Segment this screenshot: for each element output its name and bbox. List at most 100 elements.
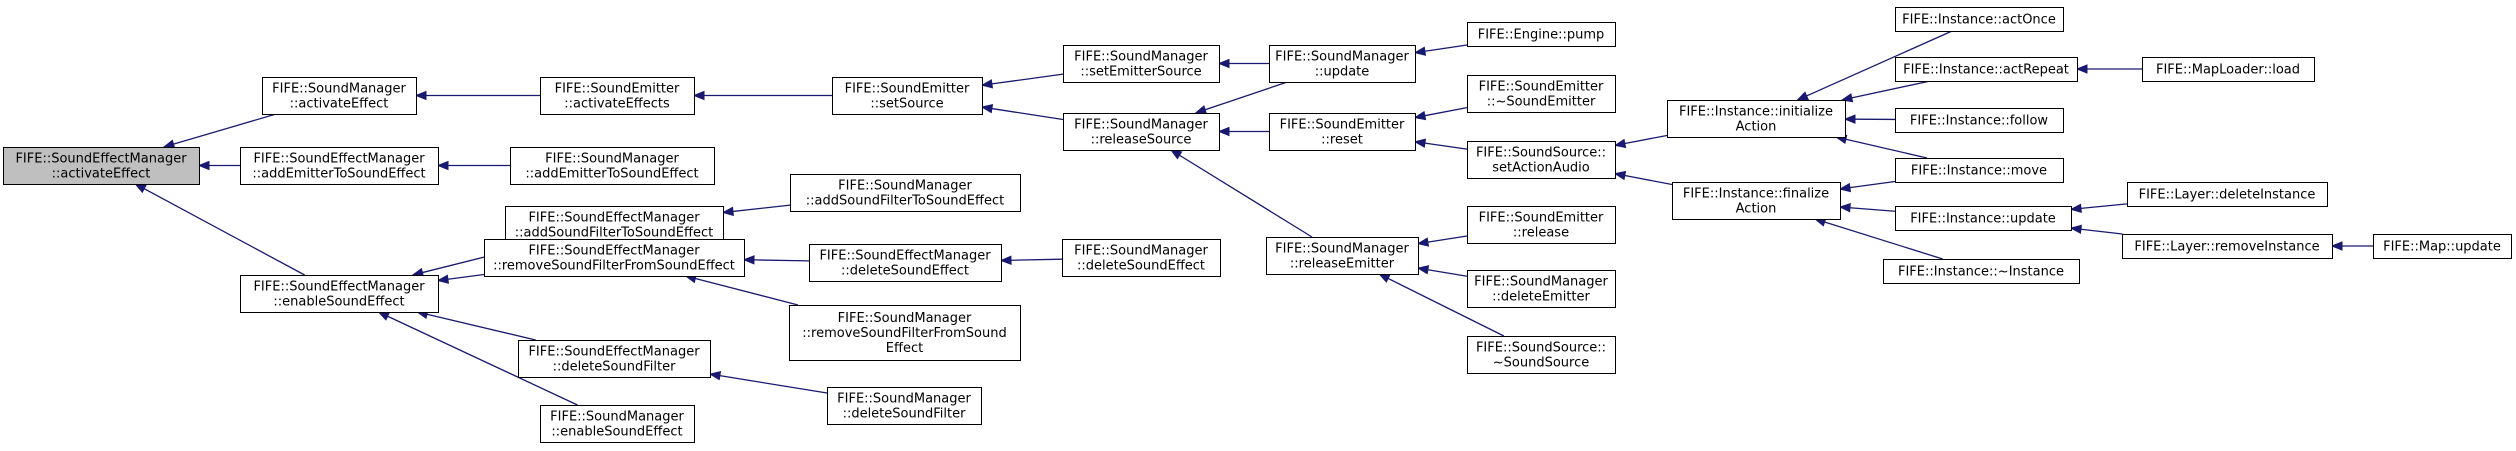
node-fife-map-update[interactable]: FIFE::Map::update <box>2373 234 2512 259</box>
node-label: ~SoundSource <box>1493 356 1589 371</box>
node-fife-soundemitter-soundemitter[interactable]: FIFE::SoundEmitter::~SoundEmitter <box>1467 75 1616 113</box>
node-box <box>2142 57 2315 82</box>
edge-line <box>1424 44 1468 52</box>
node-fife-soundmanager-removesoundfilterfromsoundeffect[interactable]: FIFE::SoundManager::removeSoundFilterFro… <box>789 305 1021 361</box>
edge-arrowhead <box>999 255 1012 265</box>
node-fife-soundemitter-setsource[interactable]: FIFE::SoundEmitter::setSource <box>832 77 983 115</box>
node-label: ::setEmitterSource <box>1080 65 1201 80</box>
edge-n23-to-n19 <box>1413 138 1468 150</box>
node-box <box>240 275 439 313</box>
node-fife-soundeffectmanager-removesoundfilterfromsoundeffect[interactable]: FIFE::SoundEffectManager::removeSoundFil… <box>484 239 745 277</box>
edge-n27-to-n23 <box>1613 134 1668 149</box>
edge-n25-to-n20 <box>1416 265 1468 277</box>
node-fife-instance-actonce[interactable]: FIFE::Instance::actOnce <box>1895 7 2064 32</box>
edge-line <box>695 277 799 306</box>
node-fife-soundeffectmanager-activateeffect[interactable]: FIFE::SoundEffectManager::activateEffect <box>3 147 200 185</box>
edge-arrowhead <box>1413 46 1427 56</box>
node-fife-layer-removeinstance[interactable]: FIFE::Layer::removeInstance <box>2122 234 2333 259</box>
edge-line <box>143 188 305 276</box>
node-fife-soundemitter-release[interactable]: FIFE::SoundEmitter::release <box>1467 206 1616 244</box>
node-fife-soundeffectmanager-deletesoundfilter[interactable]: FIFE::SoundEffectManager::deleteSoundFil… <box>518 340 711 378</box>
node-box <box>505 206 724 244</box>
edge-n15-to-n10 <box>980 73 1064 89</box>
node-label: FIFE::SoundEffectManager <box>528 211 700 226</box>
node-label: FIFE::Instance::actOnce <box>1902 13 2056 28</box>
node-box <box>3 147 200 185</box>
edge-arrowhead <box>1613 138 1627 149</box>
node-label: FIFE::SoundEffectManager <box>528 244 700 259</box>
node-fife-soundeffectmanager-addemittertosoundeffect[interactable]: FIFE::SoundEffectManager::addEmitterToSo… <box>240 147 439 185</box>
node-label: FIFE::Instance::follow <box>1910 114 2049 129</box>
edge-n7-to-n3 <box>436 273 485 284</box>
node-fife-soundmanager-addemittertosoundeffect[interactable]: FIFE::SoundManager::addEmitterToSoundEff… <box>510 147 715 185</box>
node-fife-soundemitter-activateeffects[interactable]: FIFE::SoundEmitter::activateEffects <box>540 77 695 115</box>
node-fife-soundsource-setactionaudio[interactable]: FIFE::SoundSource::setActionAudio <box>1467 141 1616 179</box>
node-box <box>240 147 439 185</box>
node-box <box>1895 57 2078 82</box>
node-box <box>510 147 715 185</box>
edges <box>134 30 2373 406</box>
node-label: FIFE::MapLoader::load <box>2156 63 2300 78</box>
edge-arrowhead <box>1217 58 1230 69</box>
node-label: FIFE::SoundEmitter <box>555 82 680 97</box>
edge-arrowhead <box>1840 93 1854 103</box>
node-fife-instance-move[interactable]: FIFE::Instance::move <box>1895 158 2064 183</box>
edge-arrowhead <box>2330 241 2343 251</box>
edge-arrowhead <box>197 160 210 171</box>
node-box <box>790 174 1021 212</box>
edge-line <box>1824 221 1943 260</box>
node-box <box>2373 234 2512 259</box>
node-label: FIFE::Instance::initialize <box>1679 105 1833 120</box>
node-fife-soundmanager-update[interactable]: FIFE::SoundManager::update <box>1269 45 1416 83</box>
node-fife-soundmanager-deletesoundeffect[interactable]: FIFE::SoundManager::deleteSoundEffect <box>1062 239 1221 277</box>
node-fife-soundeffectmanager-deletesoundeffect[interactable]: FIFE::SoundEffectManager::deleteSoundEff… <box>809 244 1002 282</box>
node-fife-soundeffectmanager-addsoundfiltertosoundeffect[interactable]: FIFE::SoundEffectManager::addSoundFilter… <box>505 206 724 244</box>
node-label: ::removeSoundFilterFromSoundEffect <box>493 259 735 274</box>
node-box <box>1883 259 2080 284</box>
node-label: FIFE::SoundManager <box>837 392 971 407</box>
node-fife-soundmanager-deleteemitter[interactable]: FIFE::SoundManager::deleteEmitter <box>1467 270 1616 308</box>
node-box <box>540 405 695 443</box>
node-fife-layer-deleteinstance[interactable]: FIFE::Layer::deleteInstance <box>2127 182 2328 207</box>
edge-n16-to-n10 <box>980 103 1064 121</box>
node-fife-maploader-load[interactable]: FIFE::MapLoader::load <box>2142 57 2315 82</box>
edge-arrowhead <box>1613 170 1627 181</box>
node-box <box>1063 113 1220 151</box>
nodes: FIFE::SoundEffectManager::activateEffect… <box>3 7 2512 443</box>
node-fife-soundmanager-releasesource[interactable]: FIFE::SoundManager::releaseSource <box>1063 113 1220 151</box>
node-box <box>1895 108 2064 133</box>
node-fife-soundmanager-setemittersource[interactable]: FIFE::SoundManager::setEmitterSource <box>1063 45 1220 83</box>
node-label: ::addEmitterToSoundEffect <box>525 167 698 182</box>
node-box <box>1063 45 1220 83</box>
node-fife-soundsource-soundsource[interactable]: FIFE::SoundSource::~SoundSource <box>1467 336 1616 374</box>
node-fife-soundeffectmanager-enablesoundeffect[interactable]: FIFE::SoundEffectManager::enableSoundEff… <box>240 275 439 313</box>
node-fife-soundemitter-reset[interactable]: FIFE::SoundEmitter::reset <box>1269 113 1416 151</box>
edge-line <box>387 315 578 406</box>
edge-n22-to-n19 <box>1413 106 1468 121</box>
node-fife-soundmanager-enablesoundeffect[interactable]: FIFE::SoundManager::enableSoundEffect <box>540 405 695 443</box>
node-fife-soundmanager-addsoundfiltertosoundeffect[interactable]: FIFE::SoundManager::addSoundFilterToSoun… <box>790 174 1021 212</box>
edge-line <box>1427 269 1468 277</box>
edge-n24-to-n20 <box>1416 235 1468 247</box>
edge-n5-to-n2 <box>436 160 510 171</box>
node-fife-soundmanager-releaseemitter[interactable]: FIFE::SoundManager::releaseEmitter <box>1266 237 1419 275</box>
edge-n28-to-n23 <box>1613 170 1673 186</box>
edge-arrowhead <box>162 139 176 149</box>
node-label: Action <box>1736 120 1777 135</box>
node-fife-engine-pump[interactable]: FIFE::Engine::pump <box>1467 22 1616 47</box>
edge-line <box>1424 106 1468 117</box>
edge-n18-to-n15 <box>1217 58 1269 69</box>
node-fife-instance-instance[interactable]: FIFE::Instance::~Instance <box>1883 259 2080 284</box>
edge-arrowhead <box>436 160 449 171</box>
edge-n2-to-n0 <box>197 160 240 171</box>
node-fife-soundmanager-deletesoundfilter[interactable]: FIFE::SoundManager::deleteSoundFilter <box>827 387 982 425</box>
edge-arrowhead <box>1194 105 1208 115</box>
node-fife-soundmanager-activateeffect[interactable]: FIFE::SoundManager::activateEffect <box>262 77 417 115</box>
node-fife-instance-actrepeat[interactable]: FIFE::Instance::actRepeat <box>1895 57 2078 82</box>
edge-n17-to-n12 <box>999 255 1063 265</box>
edge-line <box>719 375 828 394</box>
node-fife-instance-update[interactable]: FIFE::Instance::update <box>1895 206 2072 231</box>
node-fife-instance-follow[interactable]: FIFE::Instance::follow <box>1895 108 2064 133</box>
